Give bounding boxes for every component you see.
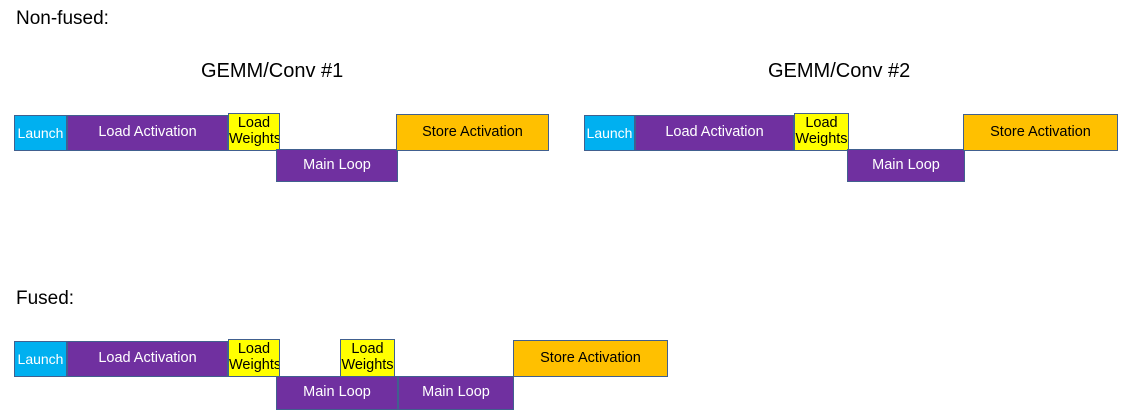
timeline-block-label: Load Weights [229,341,280,373]
timeline-block-label: Store Activation [422,123,523,140]
timeline-block-label: Main Loop [303,384,371,401]
timeline-block-label: Main Loop [422,384,490,401]
timeline-block-launch[interactable]: Launch [584,115,635,151]
timeline-block-load-activation[interactable]: Load Activation [635,115,794,151]
timeline-block-main-loop[interactable]: Main Loop [398,376,514,410]
timeline-block-label: Load Weights [795,115,848,147]
group-title-gemm-conv-1: GEMM/Conv #1 [201,60,344,82]
timeline-block-label: Load Weights [341,341,394,373]
section-label-non-fused: Non-fused: [16,8,109,29]
timeline-block-launch[interactable]: Launch [14,341,67,377]
timeline-block-label: Load Activation [665,124,764,141]
timeline-block-load-weights[interactable]: Load Weights [228,339,280,377]
timeline-block-load-weights[interactable]: Load Weights [228,113,280,151]
section-label-fused: Fused: [16,288,75,309]
timeline-block-main-loop[interactable]: Main Loop [847,149,965,182]
timeline-block-label: Store Activation [540,349,641,366]
group-title-gemm-conv-2: GEMM/Conv #2 [768,60,911,82]
timeline-block-store-activation[interactable]: Store Activation [963,114,1118,151]
timeline-block-label: Launch [586,124,633,141]
timeline-block-label: Main Loop [303,156,371,173]
timeline-block-load-weights[interactable]: Load Weights [794,113,849,151]
timeline-block-load-activation[interactable]: Load Activation [67,115,228,151]
timeline-block-launch[interactable]: Launch [14,115,67,151]
timeline-block-main-loop[interactable]: Main Loop [276,149,398,182]
timeline-block-store-activation[interactable]: Store Activation [513,340,668,377]
timeline-block-label: Load Weights [229,115,280,147]
timeline-block-load-activation[interactable]: Load Activation [67,341,228,377]
timeline-block-label: Launch [17,350,64,367]
timeline-block-label: Main Loop [872,156,940,173]
timeline-block-label: Load Activation [98,124,197,141]
timeline-block-label: Load Activation [98,350,197,367]
timeline-block-label: Launch [17,124,64,141]
timeline-block-main-loop[interactable]: Main Loop [276,376,398,410]
timeline-block-label: Store Activation [990,123,1091,140]
timeline-block-store-activation[interactable]: Store Activation [396,114,549,151]
timeline-block-load-weights[interactable]: Load Weights [340,339,395,377]
